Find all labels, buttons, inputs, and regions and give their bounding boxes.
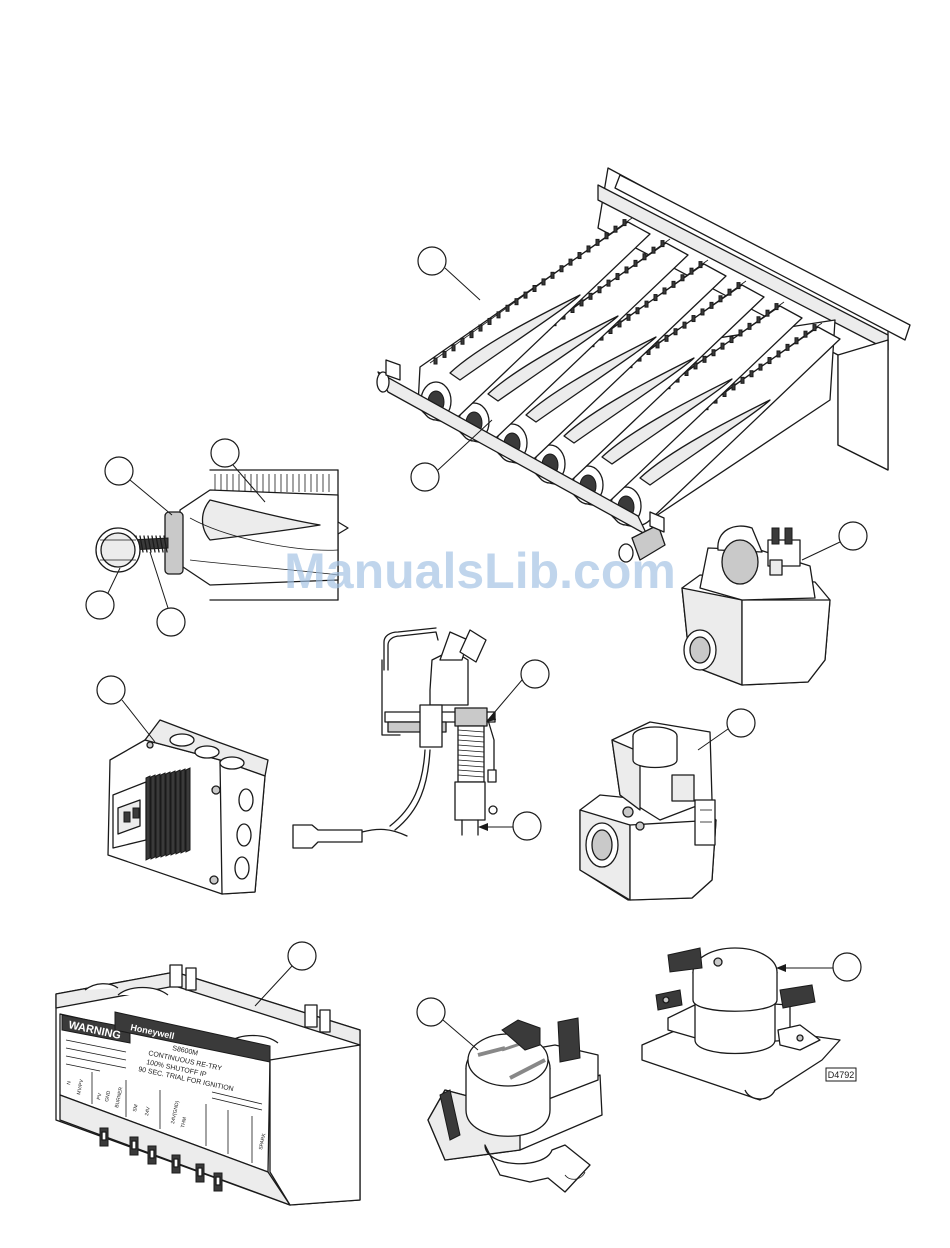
callout-gas-valve-upper (802, 522, 867, 560)
callout-transformer (97, 676, 155, 742)
callout-limit-switch-middle (417, 998, 478, 1050)
ignition-control-module: WARNING Honeywell S8600M CONTINUOUS RE-T… (56, 942, 360, 1205)
callout-manifold (411, 420, 492, 491)
module-terminal-screw (198, 1168, 202, 1176)
module-terminal-screw (150, 1150, 154, 1158)
callout-limit-switch-right (776, 953, 861, 981)
transformer-fin (151, 775, 155, 859)
callout-orifice-manifold (86, 568, 120, 619)
burner-tray-assembly (377, 168, 910, 562)
transformer-fin (176, 770, 180, 854)
module-terminal-screw (174, 1159, 178, 1167)
module-terminal-screw (132, 1141, 136, 1149)
gas-valve-middle (580, 709, 755, 900)
drawing-number: D4792 (828, 1070, 855, 1080)
module-terminal-screw (102, 1132, 106, 1140)
watermark: ManualsLib.com (284, 543, 676, 599)
callout-control-module (255, 942, 316, 1006)
callout-burner (418, 247, 480, 300)
gas-valve-upper (682, 522, 867, 685)
transformer-fin (181, 769, 185, 853)
limit-switch-bottom-middle (417, 998, 602, 1192)
callout-thermocouple (478, 812, 541, 840)
transformer-fin (166, 772, 170, 856)
limit-switch-bottom-right: D4792 (642, 948, 861, 1100)
transformer-fin (186, 768, 190, 852)
transformer-fin (161, 773, 165, 857)
transformer-fin (156, 774, 160, 858)
module-terminal-screw (216, 1177, 220, 1185)
transformer-fin (171, 771, 175, 855)
callout-gas-valve-middle (698, 709, 755, 750)
pilot-assembly (293, 628, 549, 848)
orifice-detail (86, 439, 348, 636)
callout-orifice-air-shutter (105, 457, 172, 515)
junction-box-transformer (97, 676, 268, 894)
